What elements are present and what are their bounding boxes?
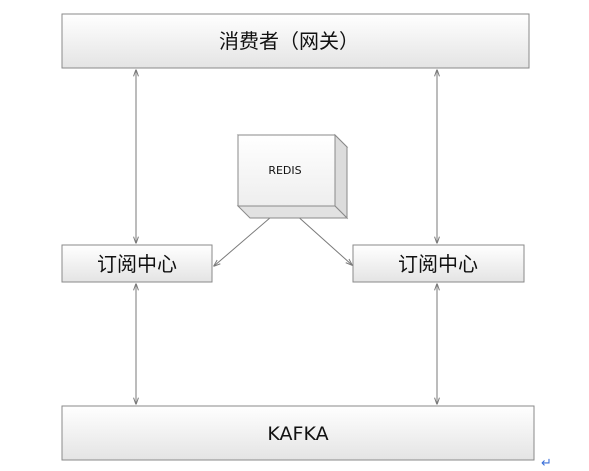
subscription-center-left-node: 订阅中心 — [61, 244, 213, 283]
redis-cube-front — [237, 134, 336, 207]
subscription-center-right-label: 订阅中心 — [398, 252, 478, 276]
redis-label: REDIS — [268, 164, 301, 177]
redis-node: REDIS — [236, 133, 349, 220]
subscription-center-left-label: 订阅中心 — [97, 252, 177, 276]
redis-cube-bottom — [236, 205, 349, 219]
subscription-center-right-node: 订阅中心 — [352, 244, 525, 283]
consumer-gateway-node: 消费者（网关） — [61, 13, 530, 69]
redis-cube-side — [334, 133, 348, 220]
consumer-gateway-label: 消费者（网关） — [219, 29, 359, 53]
consumer-gateway-box — [61, 13, 530, 69]
kafka-label: KAFKA — [267, 423, 328, 445]
paragraph-mark-icon: ↵ — [541, 456, 552, 471]
subscription-center-left-box — [61, 244, 213, 283]
connectors — [136, 70, 437, 404]
kafka-node: KAFKA — [61, 405, 535, 461]
subscription-center-right-box — [352, 244, 525, 283]
kafka-box — [61, 405, 535, 461]
